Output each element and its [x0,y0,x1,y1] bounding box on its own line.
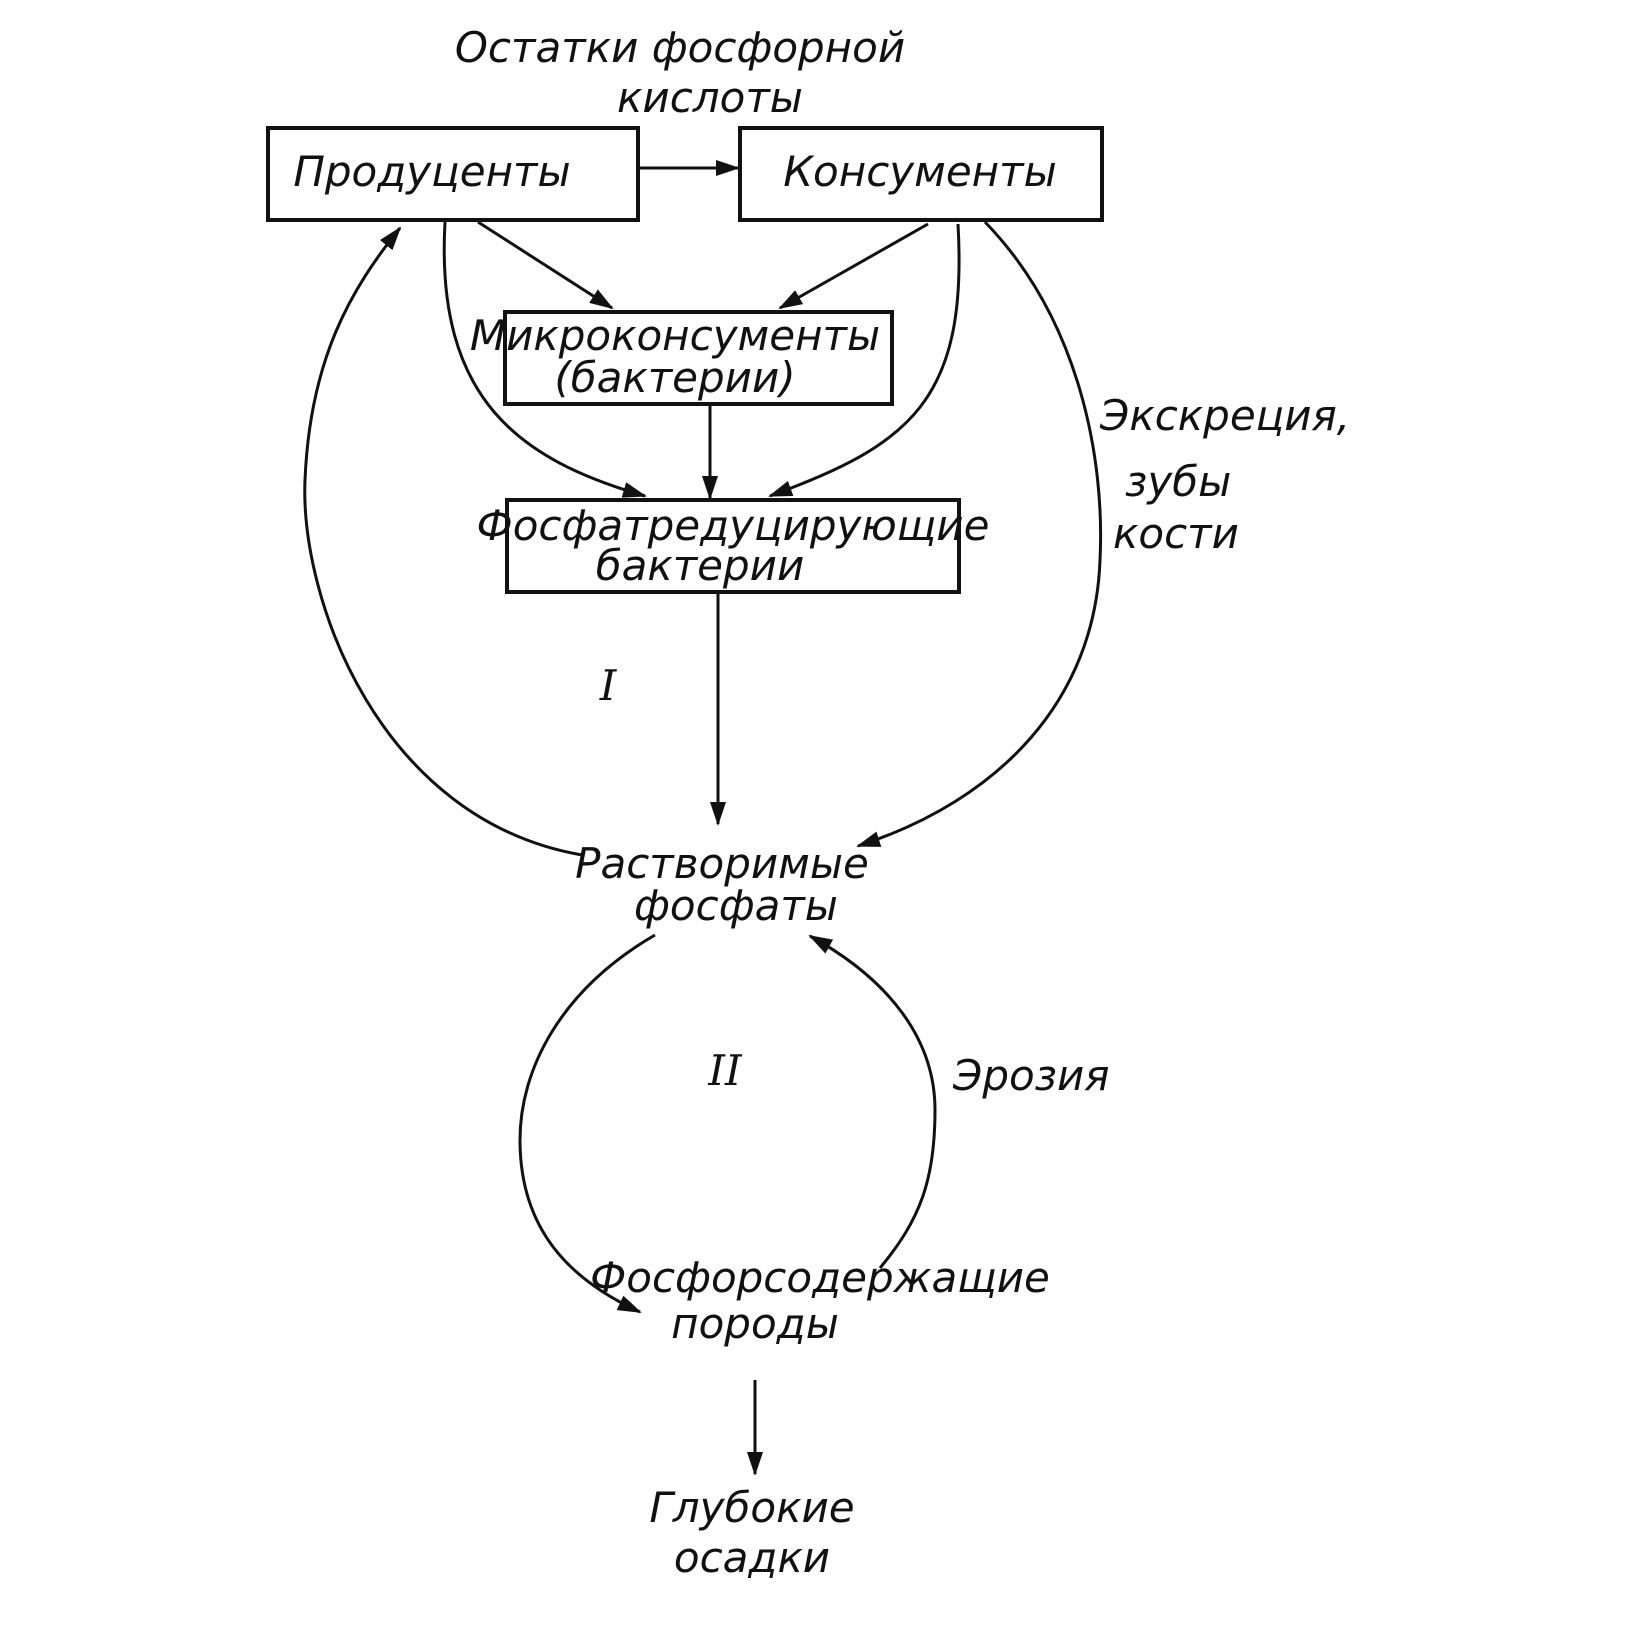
soluble-phosphates-label-line2: фосфаты [634,881,838,930]
excretion-label-line2: зубы [1125,457,1231,506]
phosphorus-rocks-label-line2: породы [671,1299,839,1348]
producers-label: Продуценты [293,147,570,196]
label-phosphoric-acid-line2: кислоты [617,73,803,122]
arrow-soluble-phosphates-to-rocks [518,933,656,1314]
consumers-label: Консументы [783,147,1057,196]
phosphate-reducing-bacteria-label-line1: Фосфатредуцирующие [477,501,990,550]
erosion-label: Эрозия [952,1051,1110,1100]
soluble-phosphates-label-line1: Растворимые [575,839,869,888]
arrow-rocks-erosion-to-soluble-phosphates [808,934,937,1269]
consumers-box [738,126,1104,222]
phosphate-reducing-bacteria-label-line2: бактерии [596,541,805,590]
arrow-consumers-to-microconsumers [778,222,929,310]
label-phosphoric-acid-line1: Остатки фосфорной [455,23,905,72]
cycle-one-label: I [599,661,618,710]
arrow-producers-to-microconsumers [477,220,614,310]
arrow-soluble-phosphates-to-producers [303,226,583,857]
excretion-label-line3: кости [1113,509,1239,558]
excretion-label-line1: Экскреция, [1099,391,1350,440]
phosphorus-rocks-label-line1: Фосфорсодержащие [590,1253,1050,1302]
microconsumers-label-line1: Микроконсументы [470,311,880,360]
producers-box [266,126,640,222]
cycle-two-label: II [707,1046,743,1095]
deep-sediments-label-line1: Глубокие [649,1483,854,1532]
deep-sediments-label-line2: осадки [674,1533,830,1582]
arrow-consumers-excretion-to-soluble-phosphates [856,220,1103,848]
microconsumers-box [503,310,894,406]
arrow-consumers-to-phosphate-bacteria [768,223,961,498]
microconsumers-label-line2: (бактерии) [554,353,795,402]
arrow-producers-to-phosphate-bacteria [442,221,647,498]
phosphate-reducing-bacteria-box [505,498,961,594]
